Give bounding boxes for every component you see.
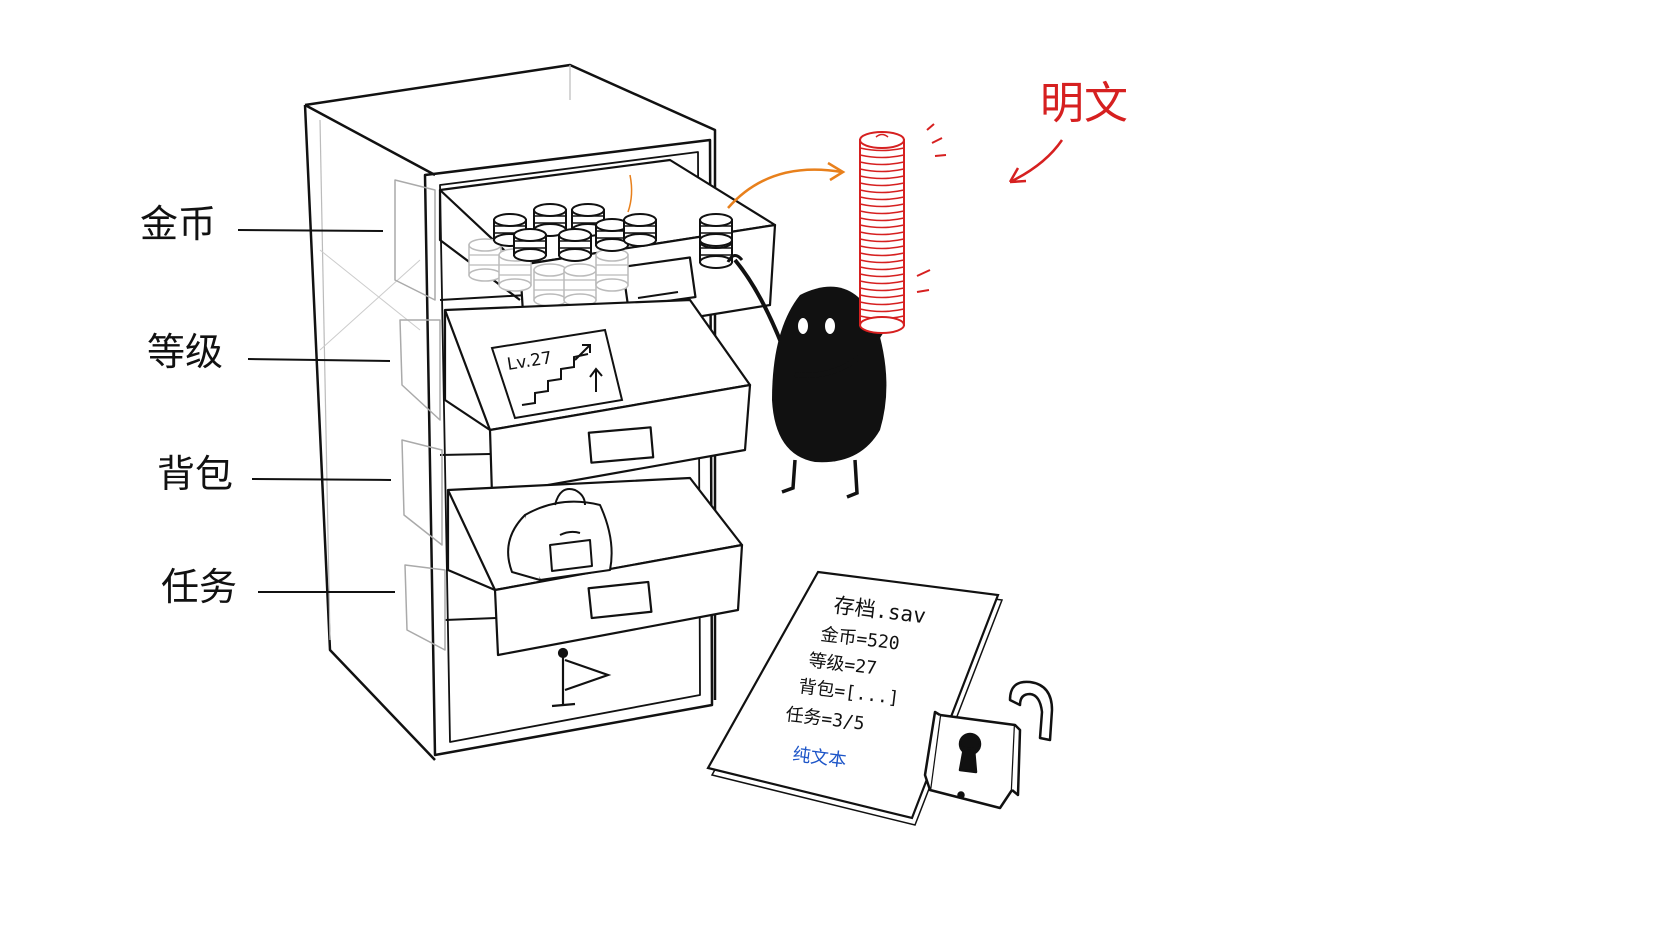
flag-icon xyxy=(551,647,612,708)
label-backpack: 背包 xyxy=(157,452,233,496)
red-coin-ridge xyxy=(859,280,905,285)
emphasis-marks-icon xyxy=(916,123,947,293)
red-coin-ridge xyxy=(859,224,905,229)
red-coin-ridge xyxy=(859,273,905,278)
red-coin-ridge xyxy=(859,147,905,152)
plaintext-arrow-icon xyxy=(1008,139,1064,184)
red-coin-ridge xyxy=(859,259,905,264)
backpack-icon xyxy=(507,488,613,581)
red-coin-ridge xyxy=(859,154,905,159)
red-coin-ridge xyxy=(859,189,905,194)
red-coin-ridge xyxy=(859,252,905,257)
red-coin-ridge xyxy=(859,308,905,313)
red-coin-ridge xyxy=(859,182,905,187)
padlock-open-icon xyxy=(923,680,1054,810)
red-coin-ridge xyxy=(859,266,905,271)
red-coin-ridge xyxy=(859,301,905,306)
move-arrow-icon xyxy=(727,161,846,209)
red-coin-ridge xyxy=(859,168,905,173)
red-coin-ridge xyxy=(859,175,905,180)
label-quest: 任务 xyxy=(161,565,237,609)
red-coin-ridge xyxy=(859,245,905,250)
red-coin-tower-icon xyxy=(859,131,905,334)
red-coin-ridge xyxy=(859,161,905,166)
red-coin-ridge xyxy=(859,231,905,236)
shadow-creature-icon xyxy=(726,254,888,499)
red-coin-ridge xyxy=(859,196,905,201)
label-group: 金币 等级 背包 任务 xyxy=(140,202,395,609)
red-coin-ridge xyxy=(859,287,905,292)
label-gold: 金币 xyxy=(140,202,216,246)
red-coin-ridge xyxy=(859,238,905,243)
red-coin-ridge xyxy=(859,210,905,215)
plaintext-label: 明文 xyxy=(1040,78,1128,129)
red-coin-ridge xyxy=(859,217,905,222)
red-coin-ridge xyxy=(859,203,905,208)
level-chart-icon: Lv.27 xyxy=(490,328,624,420)
label-level: 等级 xyxy=(147,330,223,374)
red-coin-ridge xyxy=(859,294,905,299)
coin-stack-icon xyxy=(468,174,733,307)
